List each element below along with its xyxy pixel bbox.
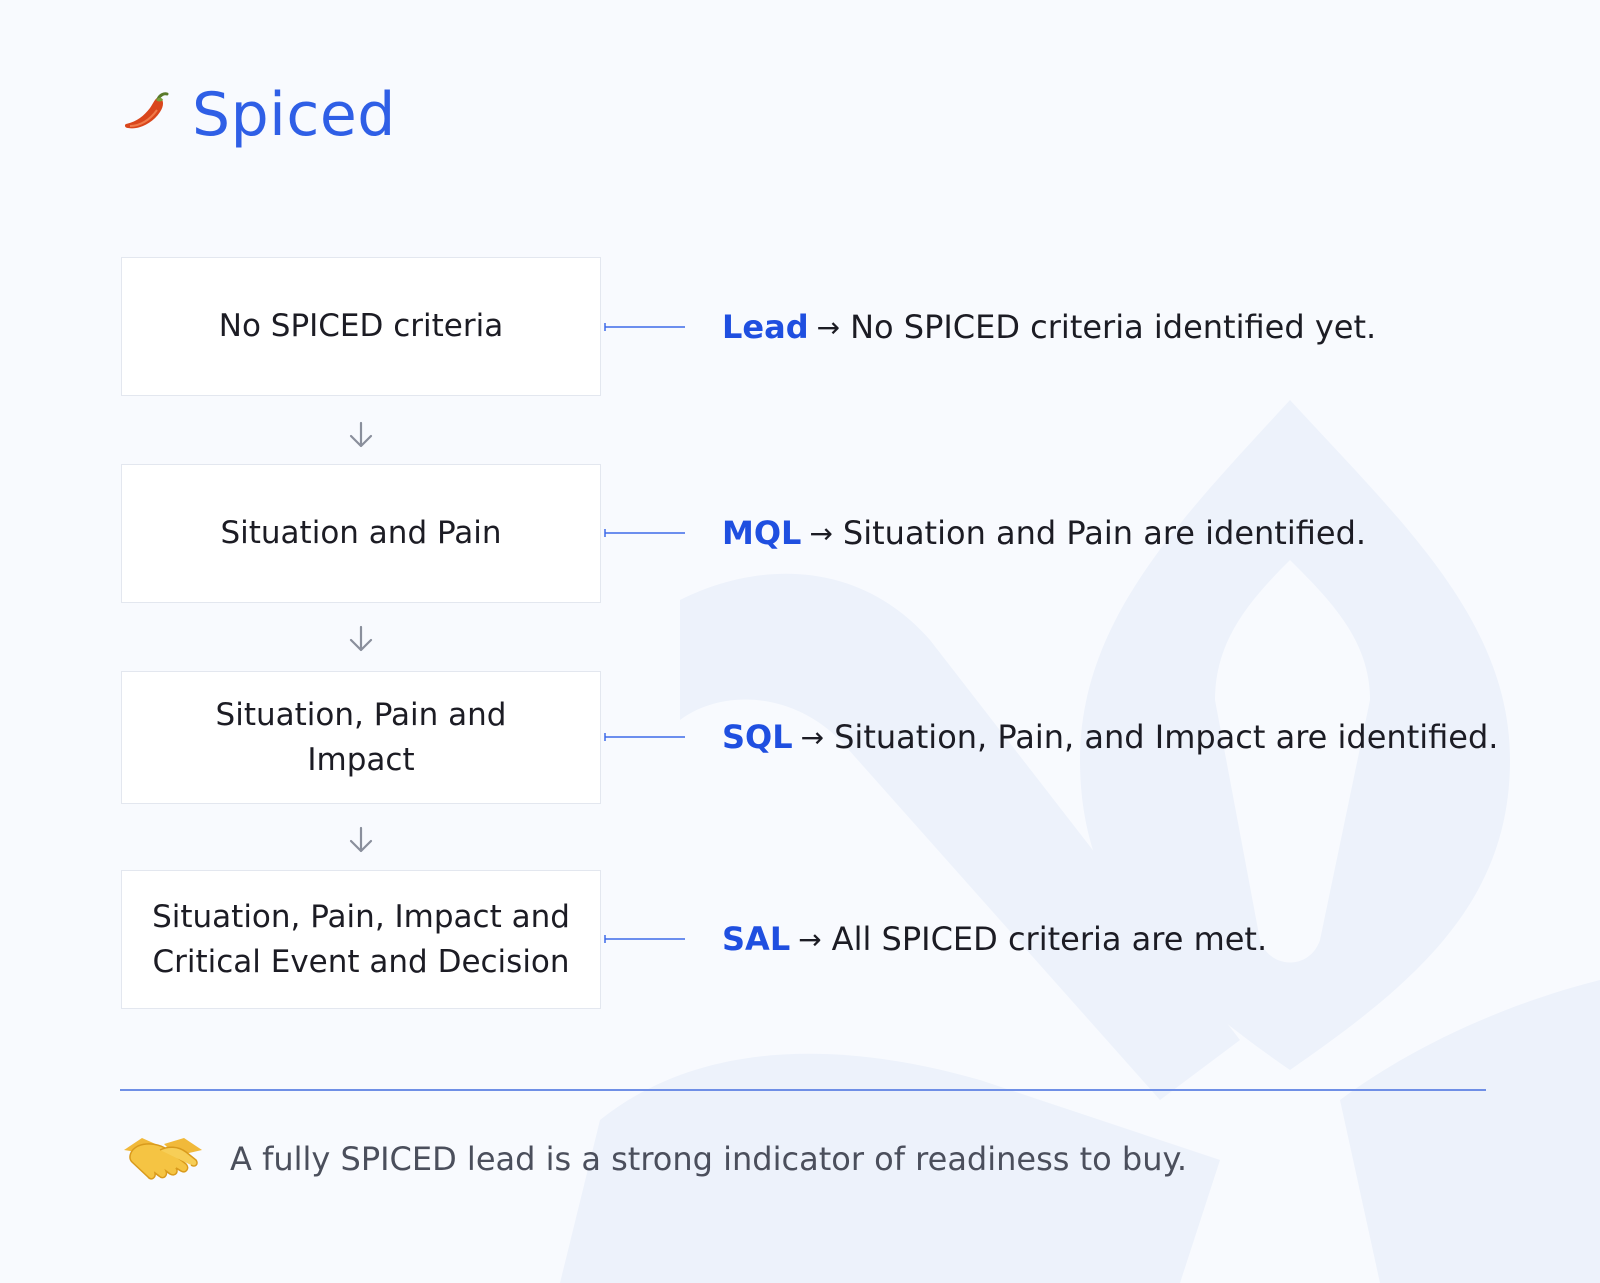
chili-pepper-icon (124, 92, 169, 129)
footer: A fully SPICED lead is a strong indicato… (120, 1128, 1187, 1190)
connector-line (604, 323, 685, 331)
status-label: Lead (722, 308, 809, 346)
header: Spiced (120, 70, 396, 160)
stage-box-sql: Situation, Pain and Impact (121, 671, 601, 804)
stage-label: No SPICED criteria (218, 308, 504, 345)
stage-label: Situation and Pain (220, 515, 502, 552)
divider (120, 1089, 1486, 1091)
footer-text: A fully SPICED lead is a strong indicato… (230, 1140, 1188, 1178)
stage-label: Situation, Pain and Impact (215, 696, 507, 778)
status-label: SAL (722, 920, 791, 958)
down-arrow-icon (349, 625, 373, 652)
right-arrow-icon: → (809, 516, 833, 550)
status-description: Situation and Pain are identified. (842, 514, 1367, 552)
handshake-icon (124, 1138, 202, 1180)
status-label: MQL (722, 514, 802, 552)
right-arrow-icon: → (800, 720, 825, 754)
connector-line (604, 935, 685, 943)
stage-label: Situation, Pain, Impact and Critical Eve… (152, 898, 570, 980)
connector-line (604, 733, 685, 741)
stage-box-mql: Situation and Pain (121, 464, 601, 603)
status-description: Situation, Pain, and Impact are identifi… (834, 718, 1499, 756)
status-label: SQL (722, 718, 793, 756)
page-title: Spiced (192, 80, 396, 150)
status-line-lead: Lead → No SPICED criteria identified yet… (722, 302, 1376, 352)
status-description: All SPICED criteria are met. (831, 920, 1268, 958)
down-arrow-icon (349, 826, 373, 853)
right-arrow-icon: → (798, 922, 822, 956)
status-line-mql: MQL → Situation and Pain are identified. (722, 508, 1366, 558)
down-arrow-icon (349, 421, 373, 448)
stage-box-lead: No SPICED criteria (121, 257, 601, 396)
status-line-sql: SQL → Situation, Pain, and Impact are id… (722, 712, 1498, 762)
connector-line (604, 529, 685, 537)
right-arrow-icon: → (816, 310, 841, 344)
stage-box-sal: Situation, Pain, Impact and Critical Eve… (121, 870, 601, 1009)
status-line-sal: SAL → All SPICED criteria are met. (722, 914, 1267, 964)
status-description: No SPICED criteria identified yet. (850, 308, 1377, 346)
